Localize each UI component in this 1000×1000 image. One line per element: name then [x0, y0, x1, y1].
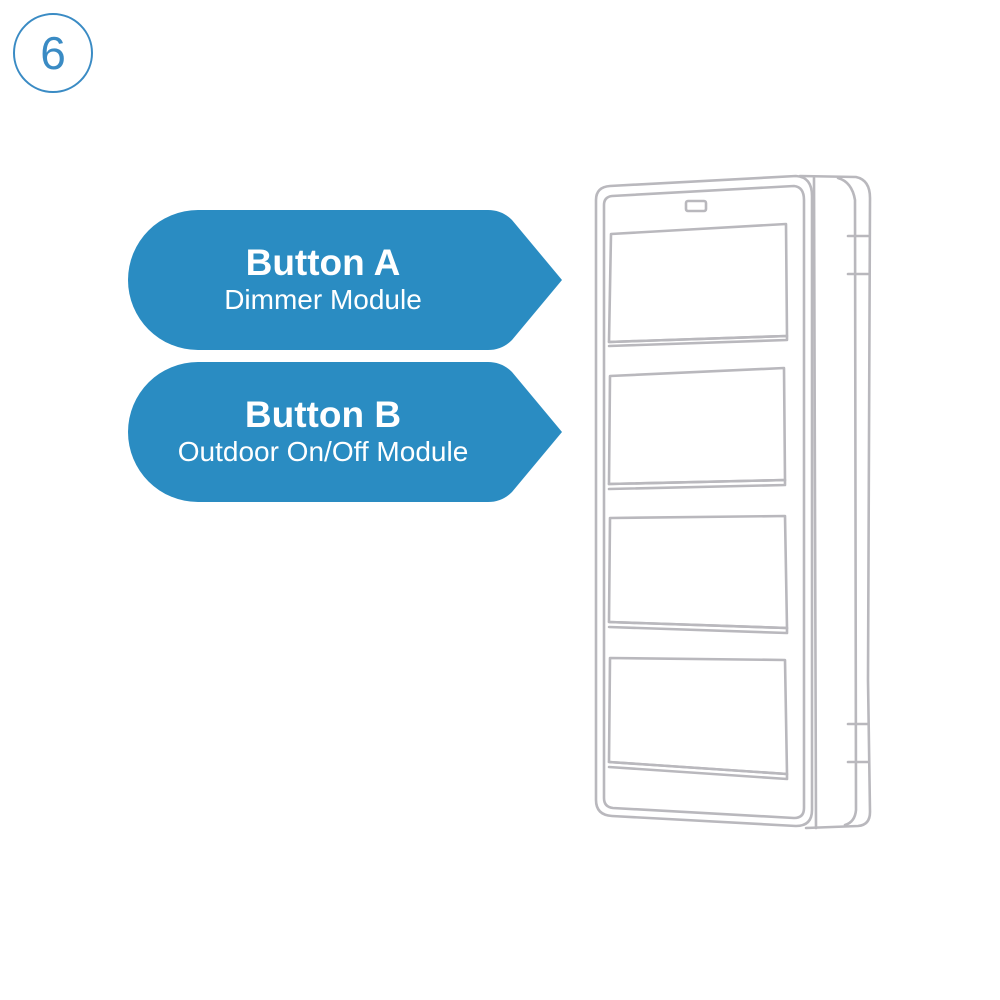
callout-subtitle: Dimmer Module	[224, 284, 422, 315]
step-number: 6	[40, 27, 66, 79]
remote-front-face	[594, 174, 814, 828]
callout-text: Button B Outdoor On/Off Module	[128, 362, 518, 502]
callout-title: Button A	[245, 242, 401, 283]
remote-button-1	[607, 222, 789, 348]
callout-button-b: Button B Outdoor On/Off Module	[128, 362, 562, 502]
callout-arrow-shape	[128, 210, 562, 350]
side-notch-top	[846, 234, 870, 276]
remote-side-panel	[798, 174, 872, 830]
callout-arrow-shape	[128, 362, 562, 502]
step-badge: 6	[13, 13, 93, 93]
side-notch-bottom	[846, 722, 870, 764]
indicator-led	[684, 199, 708, 213]
callout-title: Button B	[244, 394, 402, 435]
remote-button-2	[607, 366, 787, 491]
four-button-remote-icon	[594, 174, 872, 830]
callout-button-a: Button A Dimmer Module	[128, 210, 562, 350]
callout-subtitle: Outdoor On/Off Module	[177, 436, 469, 467]
callout-text: Button A Dimmer Module	[128, 210, 518, 350]
remote-button-4	[607, 656, 789, 781]
remote-button-3	[607, 514, 789, 635]
